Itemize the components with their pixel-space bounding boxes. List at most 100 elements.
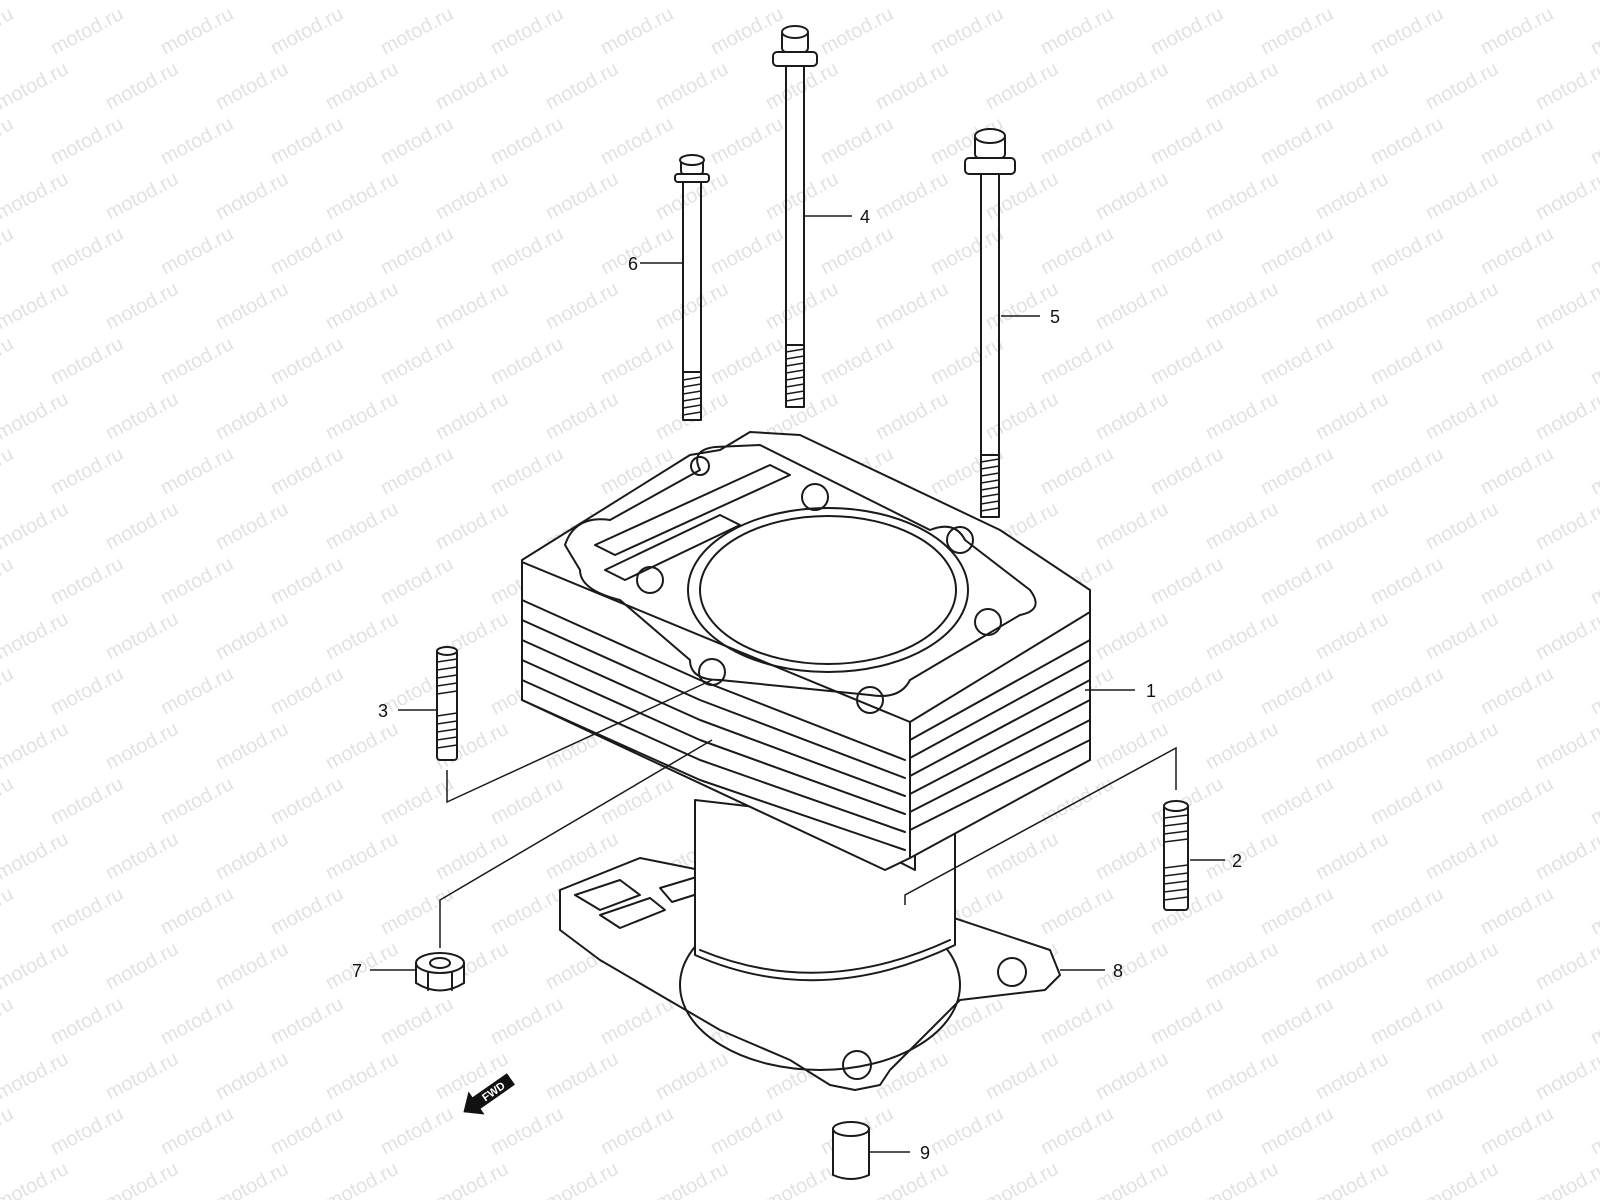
watermark-text: motod.ru [707,1103,787,1159]
watermark-text: motod.ru [1532,718,1600,774]
watermark-text: motod.ru [1532,828,1600,884]
watermark-text: motod.ru [982,828,1062,884]
watermark-text: motod.ru [1587,773,1600,829]
watermark-text: motod.ru [0,498,72,554]
watermark-text: motod.ru [157,113,237,169]
watermark-text: motod.ru [377,113,457,169]
watermark-text: motod.ru [0,828,72,884]
watermark-text: motod.ru [1587,553,1600,609]
watermark-text: motod.ru [542,168,622,224]
watermark-text: motod.ru [1477,993,1557,1049]
watermark-text: motod.ru [102,168,182,224]
watermark-text: motod.ru [157,443,237,499]
watermark-text: motod.ru [432,388,512,444]
watermark-text: motod.ru [1532,938,1600,994]
watermark-text: motod.ru [157,773,237,829]
watermark-text: motod.ru [1092,278,1172,334]
watermark-text: motod.ru [707,223,787,279]
watermark-text: motod.ru [377,443,457,499]
watermark-text: motod.ru [157,993,237,1049]
watermark-text: motod.ru [47,223,127,279]
watermark-text: motod.ru [267,223,347,279]
watermark-text: motod.ru [542,1158,622,1200]
watermark-text: motod.ru [322,168,402,224]
watermark-text: motod.ru [707,113,787,169]
watermark-text: motod.ru [1532,278,1600,334]
watermark-text: motod.ru [542,1048,622,1104]
watermark-text: motod.ru [487,3,567,59]
watermark-text: motod.ru [267,773,347,829]
watermark-text: motod.ru [432,168,512,224]
watermark-text: motod.ru [1422,388,1502,444]
watermark-text: motod.ru [267,993,347,1049]
watermark-text: motod.ru [47,663,127,719]
watermark-text: motod.ru [1532,1048,1600,1104]
watermark-text: motod.ru [1202,938,1282,994]
watermark-text: motod.ru [1202,1048,1282,1104]
watermark-text: motod.ru [1202,58,1282,114]
watermark-text: motod.ru [1477,443,1557,499]
watermark-text: motod.ru [322,1158,402,1200]
watermark-text: motod.ru [1092,498,1172,554]
watermark-text: motod.ru [0,993,17,1049]
watermark-text: motod.ru [0,113,17,169]
watermark-text: motod.ru [377,1103,457,1159]
watermark-text: motod.ru [1147,3,1227,59]
watermark-text: motod.ru [0,608,72,664]
watermark-text: motod.ru [1587,1103,1600,1159]
watermark-text: motod.ru [102,938,182,994]
watermark-text: motod.ru [1532,58,1600,114]
watermark-text: motod.ru [377,773,457,829]
watermark-text: motod.ru [322,278,402,334]
watermark-text: motod.ru [1312,608,1392,664]
watermark-text: motod.ru [0,938,72,994]
watermark-text: motod.ru [267,333,347,389]
watermark-text: motod.ru [0,388,72,444]
watermark-text: motod.ru [1587,113,1600,169]
watermark-text: motod.ru [212,718,292,774]
watermark-text: motod.ru [927,223,1007,279]
watermark-text: motod.ru [1092,828,1172,884]
watermark-text: motod.ru [1367,883,1447,939]
watermark-text: motod.ru [1312,278,1392,334]
callout-1: 1 [1146,681,1156,701]
watermark-text: motod.ru [212,1048,292,1104]
watermark-text: motod.ru [487,773,567,829]
watermark-text: motod.ru [1587,223,1600,279]
watermark-text: motod.ru [872,278,952,334]
watermark-text: motod.ru [1422,278,1502,334]
watermark-text: motod.ru [817,223,897,279]
watermark-text: motod.ru [542,58,622,114]
watermark-text: motod.ru [212,58,292,114]
watermark-text: motod.ru [1037,993,1117,1049]
watermark-text: motod.ru [1037,113,1117,169]
watermark-text: motod.ru [1312,828,1392,884]
watermark-text: motod.ru [707,333,787,389]
watermark-text: motod.ru [212,278,292,334]
watermark-text: motod.ru [0,1158,72,1200]
watermark-text: motod.ru [1532,388,1600,444]
watermark-text: motod.ru [1202,1158,1282,1200]
watermark-text: motod.ru [267,443,347,499]
watermark-text: motod.ru [1257,773,1337,829]
watermark-text: motod.ru [1257,3,1337,59]
watermark-text: motod.ru [707,3,787,59]
watermark-text: motod.ru [47,443,127,499]
watermark-text: motod.ru [542,388,622,444]
watermark-text: motod.ru [1312,938,1392,994]
watermark-text: motod.ru [1312,498,1392,554]
watermark-text: motod.ru [157,663,237,719]
watermark-text: motod.ru [267,663,347,719]
watermark-text: motod.ru [1477,663,1557,719]
watermark-text: motod.ru [1202,608,1282,664]
watermark-text: motod.ru [1202,278,1282,334]
watermark-text: motod.ru [1422,1158,1502,1200]
watermark-text: motod.ru [1532,498,1600,554]
watermark-text: motod.ru [542,278,622,334]
bolt-5 [964,128,1016,518]
watermark-text: motod.ru [0,663,17,719]
watermark-text: motod.ru [1037,333,1117,389]
watermark-text: motod.ru [1422,938,1502,994]
watermark-text: motod.ru [1147,223,1227,279]
watermark-text: motod.ru [597,993,677,1049]
